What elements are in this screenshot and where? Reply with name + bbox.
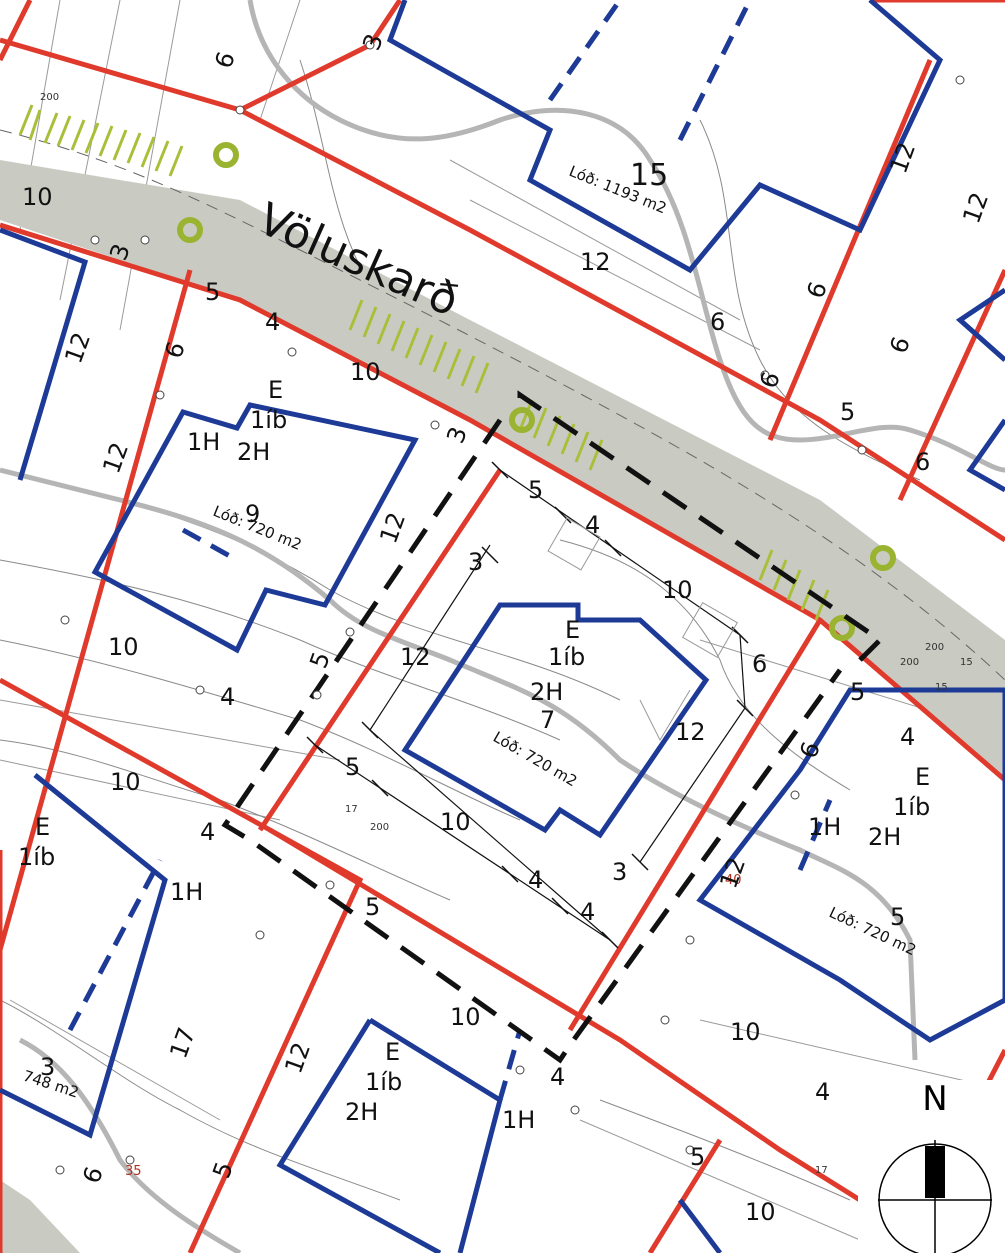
plot-floors-label: 2H bbox=[868, 823, 901, 851]
plot-use-label: E bbox=[915, 763, 930, 791]
elevation-label: 200 bbox=[925, 642, 944, 653]
survey-points bbox=[55, 40, 965, 1175]
dimension-label: 12 bbox=[400, 643, 431, 671]
dimension-label: 10 bbox=[22, 183, 53, 211]
dimension-label: 4 bbox=[585, 511, 600, 539]
dimension-label: 3 bbox=[468, 548, 483, 576]
dimension-label: 10 bbox=[350, 358, 381, 386]
plot-units-label: 1íb bbox=[365, 1068, 402, 1096]
dimension-label: 5 bbox=[690, 1143, 705, 1171]
plot-number-label: 9 bbox=[245, 500, 260, 528]
dimension-label: 3 bbox=[612, 858, 627, 886]
elevation-label: 17 bbox=[815, 1165, 828, 1176]
plot-units-label: 1íb bbox=[893, 793, 930, 821]
dimension-label: 10 bbox=[450, 1003, 481, 1031]
road-centerline bbox=[0, 129, 1005, 681]
plot-units-label: 1íb bbox=[548, 643, 585, 671]
dimension-label: 4 bbox=[528, 866, 543, 894]
plot-number-label: 7 bbox=[540, 706, 555, 734]
dimension-label: 4 bbox=[220, 683, 235, 711]
terrain-line bbox=[247, 0, 1005, 473]
dimension-label: 4 bbox=[580, 898, 595, 926]
dimension-label: 5 bbox=[365, 893, 380, 921]
road-surface bbox=[0, 1180, 80, 1253]
dimension-label: 6 bbox=[710, 308, 725, 336]
plot-floors-label: 2H bbox=[530, 678, 563, 706]
plot-floors-alt-label: 1H bbox=[187, 428, 220, 456]
dimension-label: 10 bbox=[730, 1018, 761, 1046]
contour-lines bbox=[0, 59, 921, 1201]
plot-floors-alt-label: 1H bbox=[808, 813, 841, 841]
plot-floors-alt-label: 1H bbox=[502, 1106, 535, 1134]
dimension-label: 4 bbox=[265, 308, 280, 336]
plot-number-label: 15 bbox=[630, 158, 668, 193]
plot-use-label: E bbox=[565, 616, 580, 644]
dimension-ticks bbox=[306, 461, 754, 949]
vegetation-strips bbox=[18, 104, 830, 621]
plot-units-label: 1íb bbox=[250, 406, 287, 434]
dimension-label: 5 bbox=[345, 753, 360, 781]
dimension-label: 5 bbox=[840, 398, 855, 426]
tree-markers bbox=[177, 142, 896, 641]
north-arrow: N bbox=[858, 1079, 1005, 1257]
dimension-label: 12 bbox=[580, 248, 611, 276]
plot-number-label: 5 bbox=[890, 903, 905, 931]
elevation-label: 15 bbox=[935, 682, 948, 693]
plot-floors-label: 2H bbox=[237, 438, 270, 466]
building-lines-dashed bbox=[67, 0, 833, 1101]
plot-use-label: E bbox=[268, 376, 283, 404]
elevation-label: 35 bbox=[125, 1164, 142, 1179]
plan-boundary[interactable] bbox=[221, 390, 884, 1064]
elevation-label: 200 bbox=[900, 657, 919, 668]
plot-number-label: 3 bbox=[40, 1053, 55, 1081]
elevation-label: 200 bbox=[370, 822, 389, 833]
dimension-label: 4 bbox=[900, 723, 915, 751]
dimension-label: 6 bbox=[915, 448, 930, 476]
elevation-labels: 200 200 15 200 15 17 200 17 35 40 bbox=[40, 92, 973, 1179]
dimension-label: 5 bbox=[850, 678, 865, 706]
dimension-labels: 5 4 10 3 12 6 12 5 10 4 4 3 bbox=[345, 476, 767, 926]
dimension-label: 10 bbox=[440, 808, 471, 836]
dimension-label: 10 bbox=[110, 768, 141, 796]
dimension-label: 4 bbox=[550, 1063, 565, 1091]
terrain-line bbox=[0, 467, 918, 1061]
plot-bottom-labels: E 1íb 2H 1H bbox=[345, 1038, 535, 1134]
dimension-label: 10 bbox=[108, 633, 139, 661]
dimension-label: 10 bbox=[745, 1198, 776, 1226]
elevation-label: 40 bbox=[725, 873, 742, 888]
elevation-label: 15 bbox=[960, 657, 973, 668]
plot-floors-label: 2H bbox=[345, 1098, 378, 1126]
dimension-label: 5 bbox=[205, 278, 220, 306]
plot-units-label: 1íb bbox=[18, 843, 55, 871]
dimension-label: 5 bbox=[528, 476, 543, 504]
road-surface bbox=[0, 40, 1005, 780]
site-features bbox=[547, 517, 739, 742]
plot-use-label: E bbox=[385, 1038, 400, 1066]
dimension-label: 6 bbox=[752, 650, 767, 678]
elevation-label: 17 bbox=[345, 804, 358, 815]
elevation-label: 200 bbox=[40, 92, 59, 103]
plot-floors-alt-label: 1H bbox=[170, 878, 203, 906]
plot-use-label: E bbox=[35, 813, 50, 841]
dimension-label: 10 bbox=[662, 576, 693, 604]
north-label: N bbox=[922, 1079, 947, 1119]
dimension-label: 4 bbox=[815, 1078, 830, 1106]
dimension-label: 4 bbox=[200, 818, 215, 846]
dimension-label: 12 bbox=[675, 718, 706, 746]
